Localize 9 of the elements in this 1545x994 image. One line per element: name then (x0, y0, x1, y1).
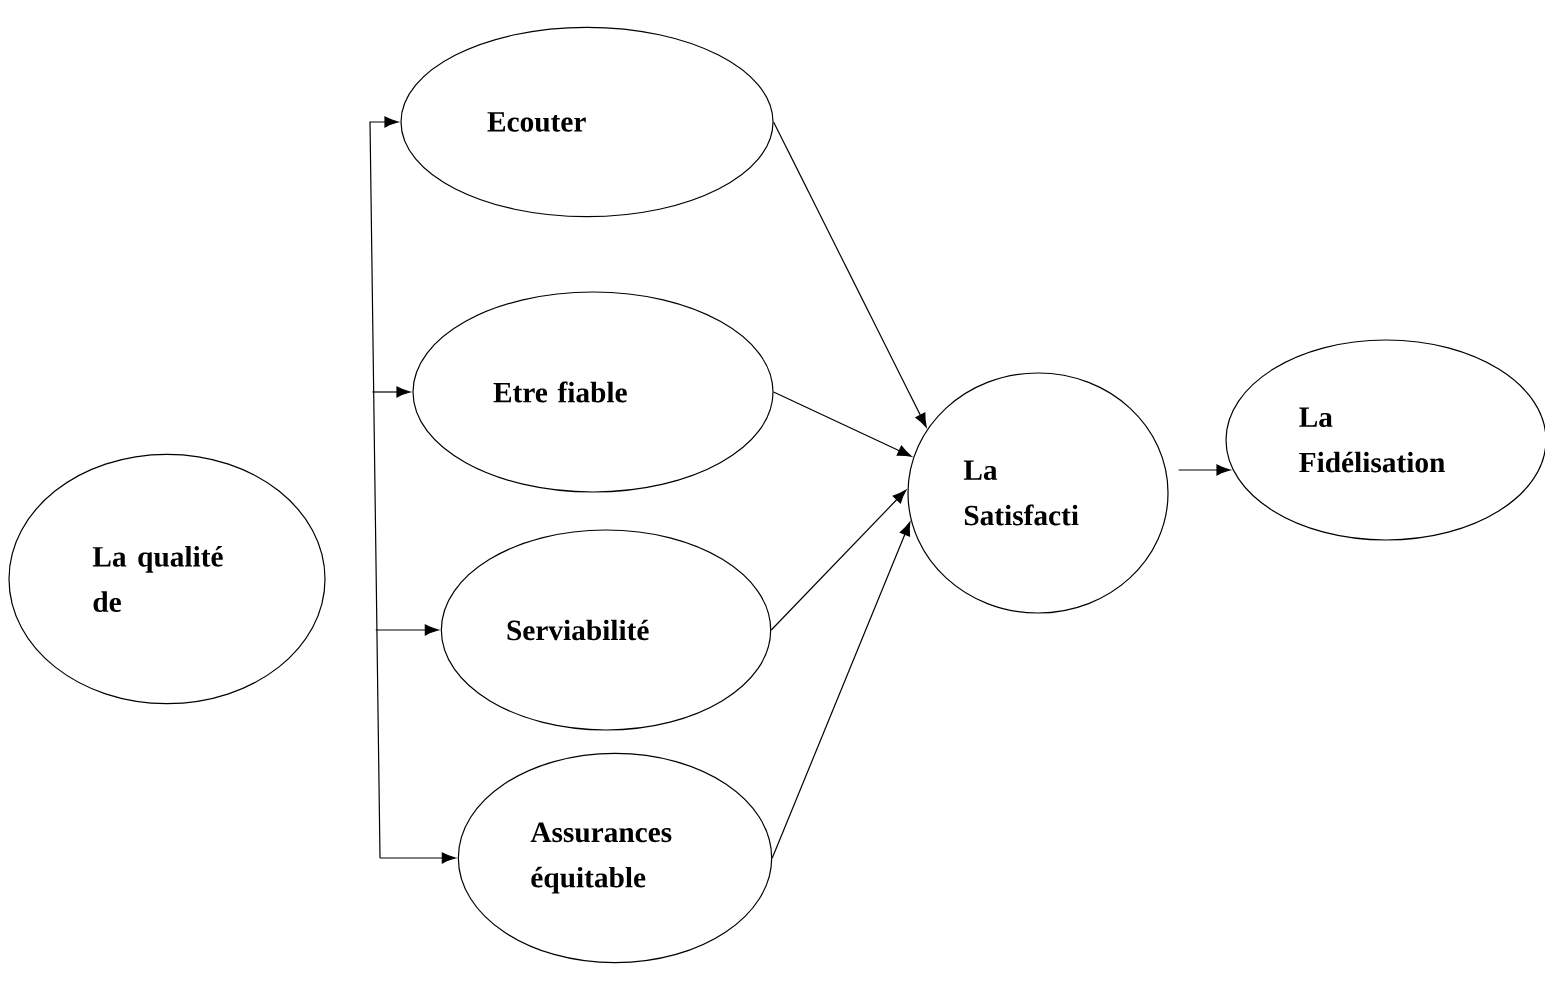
arrow (771, 521, 911, 859)
arrow (773, 121, 927, 428)
arrow (770, 489, 907, 631)
arrow (1178, 464, 1231, 476)
arrow (369, 116, 399, 859)
arrow (773, 391, 912, 457)
arrow (371, 386, 411, 398)
arrow (379, 852, 456, 864)
arrow (375, 624, 439, 636)
